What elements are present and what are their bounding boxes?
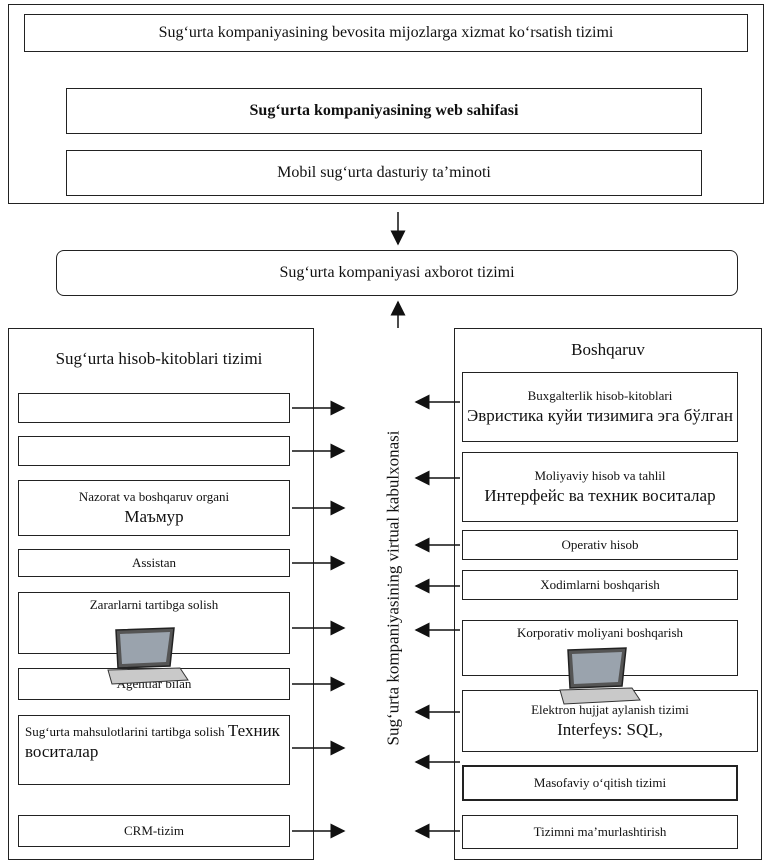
right-item-distance-learning: Masofaviy o‘qitish tizimi <box>462 765 738 801</box>
settlements-panel-title: Sug‘urta hisob-kitoblari tizimi <box>55 348 263 368</box>
laptop-icon <box>104 626 190 686</box>
web-page-box: Sug‘urta kompaniyasining web sahifasi <box>66 88 702 134</box>
right-item-accounting: Buxgalterlik hisob-kitoblari Эвристика к… <box>462 372 738 442</box>
right-item-operational-accounting: Operativ hisob <box>462 530 738 560</box>
laptop-icon <box>556 646 642 706</box>
left-item-products: Sug‘urta mahsulotlarini tartibga solish … <box>18 715 290 785</box>
left-item-crm: CRM-tizim <box>18 815 290 847</box>
left-item-1 <box>18 393 290 423</box>
left-item-claims-settlement: Zararlarni tartibga solish <box>18 592 290 654</box>
left-item-2 <box>18 436 290 466</box>
right-item-financial-accounting: Moliyaviy hisob va tahlil Интерфейс ва т… <box>462 452 738 522</box>
management-panel-title: Boshqaruv <box>571 339 645 359</box>
information-system-box: Sug‘urta kompaniyasi axborot tizimi <box>56 250 738 296</box>
right-item-hr: Xodimlarni boshqarish <box>462 570 738 600</box>
mobile-app-box: Mobil sug‘urta dasturiy ta’minoti <box>66 150 702 196</box>
left-item-supervisory-body: Nazorat va boshqaruv organi Маъмур <box>18 480 290 536</box>
client-services-title: Sug‘urta kompaniyasining bevosita mijozl… <box>24 14 748 52</box>
left-item-assistant: Assistan <box>18 549 290 577</box>
right-item-system-administration: Tizimni ma’murlashtirish <box>462 815 738 849</box>
